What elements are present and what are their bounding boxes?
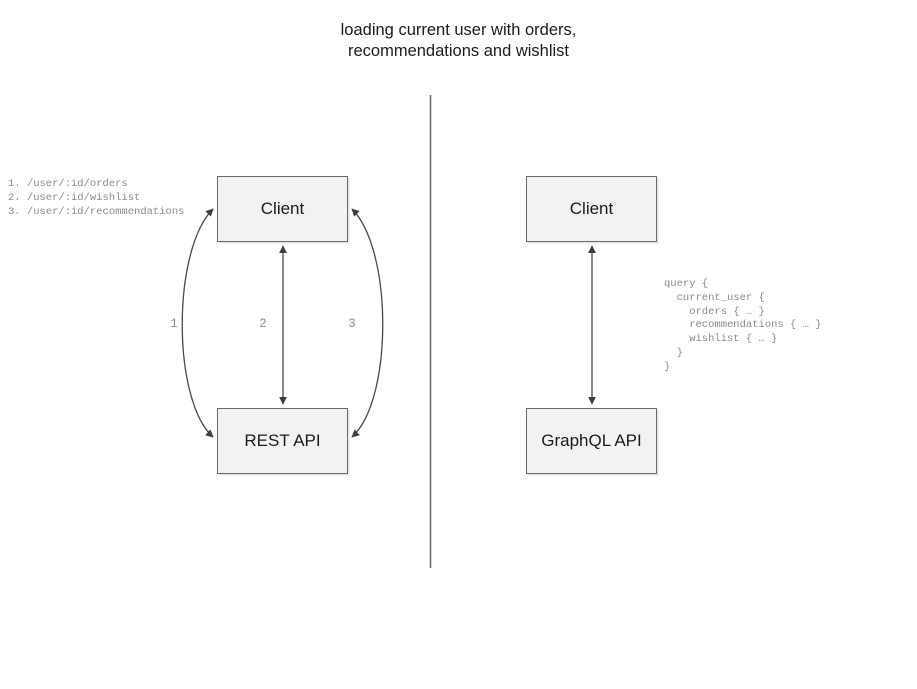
graphql-api-node[interactable]: GraphQL API	[526, 408, 657, 474]
rest-api-node[interactable]: REST API	[217, 408, 348, 474]
rest-edge-1-arrow	[181, 208, 214, 438]
rest-edge-label-3: 3	[348, 317, 356, 331]
graphql-query-snippet: query { current_user { orders { … } reco…	[664, 278, 822, 373]
rest-endpoints-list: 1. /user/:id/orders 2. /user/:id/wishlis…	[8, 178, 185, 218]
rest-edge-label-2: 2	[259, 317, 267, 331]
graphql-client-node[interactable]: Client	[526, 176, 657, 242]
page-title: loading current user with orders, recomm…	[340, 21, 577, 60]
rest-edge-3-arrow	[351, 208, 384, 438]
rest-edge-label-1: 1	[170, 317, 178, 331]
rest-client-node[interactable]: Client	[217, 176, 348, 242]
